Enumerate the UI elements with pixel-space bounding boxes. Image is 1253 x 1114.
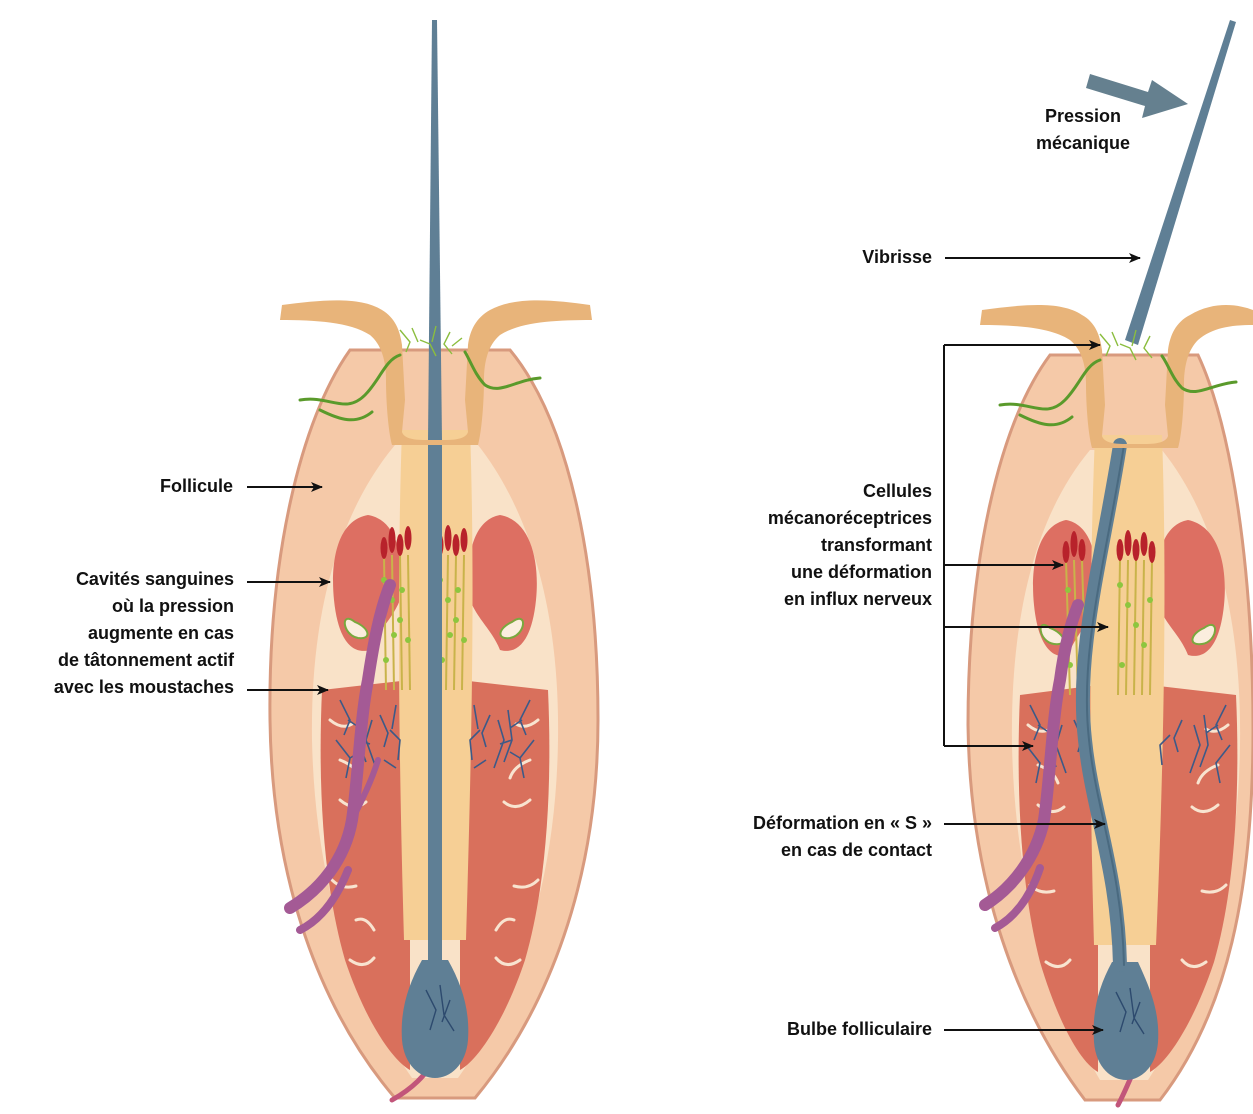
label-cavites-line-1: Cavités sanguines xyxy=(0,566,234,593)
follicle-rest-illustration xyxy=(270,20,598,1100)
label-pression-line-1: Pression xyxy=(1018,103,1148,130)
label-cavites-line-2: où la pression xyxy=(0,593,234,620)
vibrissa-external xyxy=(1125,20,1236,345)
label-vibrisse: Vibrisse xyxy=(820,244,932,271)
label-cellules-mecanoreceptrices: Cellules mécanoréceptrices transformant … xyxy=(700,478,932,613)
label-cavites-sanguines: Cavités sanguines où la pression augment… xyxy=(0,566,234,701)
label-deformation-s: Déformation en « S » en cas de contact xyxy=(690,810,932,864)
label-cellules-line-2: mécanoréceptrices xyxy=(700,505,932,532)
label-deformation-line-2: en cas de contact xyxy=(690,837,932,864)
label-cellules-line-5: en influx nerveux xyxy=(700,586,932,613)
label-bulbe-folliculaire: Bulbe folliculaire xyxy=(700,1016,932,1043)
label-pression-line-2: mécanique xyxy=(1018,130,1148,157)
label-cavites-line-4: de tâtonnement actif xyxy=(0,647,234,674)
label-deformation-line-1: Déformation en « S » xyxy=(690,810,932,837)
label-cellules-line-3: transformant xyxy=(700,532,932,559)
vibrissa-shaft xyxy=(428,20,442,962)
label-cellules-line-4: une déformation xyxy=(700,559,932,586)
follicle-contact-illustration xyxy=(968,20,1253,1105)
label-follicule: Follicule xyxy=(120,473,233,500)
label-cellules-line-1: Cellules xyxy=(700,478,932,505)
label-cavites-line-5: avec les moustaches xyxy=(0,674,234,701)
label-pression-mecanique: Pression mécanique xyxy=(1018,103,1148,157)
label-cavites-line-3: augmente en cas xyxy=(0,620,234,647)
